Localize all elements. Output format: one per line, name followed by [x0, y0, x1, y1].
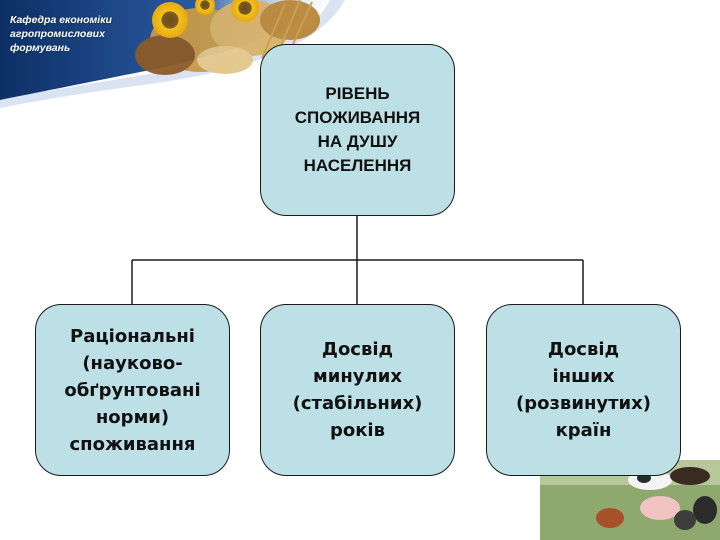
department-title-line-3: формувань [10, 42, 71, 54]
department-title: Кафедра економіки агропромислових формув… [10, 13, 170, 55]
child-node-label: Раціональні (науково- обґрунтовані норми… [64, 325, 201, 455]
header-banner: Кафедра економіки агропромислових формув… [0, 0, 720, 110]
child-node-rational-norms: Раціональні (науково- обґрунтовані норми… [35, 304, 230, 476]
department-title-line-1: Кафедра економіки [10, 14, 112, 26]
child-node-label: Досвід минулих (стабільних) років [292, 339, 423, 441]
root-node-label: РІВЕНЬ СПОЖИВАННЯ НА ДУШУ НАСЕЛЕННЯ [294, 84, 421, 175]
root-node: РІВЕНЬ СПОЖИВАННЯ НА ДУШУ НАСЕЛЕННЯ [260, 44, 455, 216]
department-title-line-2: агропромислових [10, 28, 105, 40]
child-node-past-experience: Досвід минулих (стабільних) років [260, 304, 455, 476]
child-node-label: Досвід інших (розвинутих) країн [516, 339, 651, 441]
banner-artwork [0, 0, 345, 108]
child-node-other-countries: Досвід інших (розвинутих) країн [486, 304, 681, 476]
